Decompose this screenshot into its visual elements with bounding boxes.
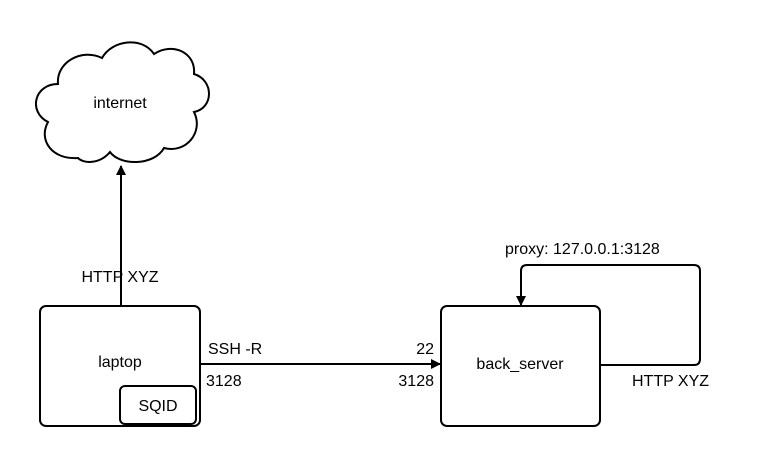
proxy-setting-label: proxy: 127.0.0.1:3128	[505, 241, 660, 258]
back-server-node: back_server	[440, 305, 601, 427]
laptop-to-internet-label: HTTP XYZ	[81, 269, 158, 286]
server-ssh-port-label: 22	[416, 341, 434, 358]
back-server-label: back_server	[476, 356, 564, 373]
server-loop-arrow	[516, 264, 701, 366]
ssh-tunnel-label: SSH -R	[208, 341, 262, 358]
server-tunnel-port-label: 3128	[398, 373, 434, 390]
laptop-label: laptop	[98, 354, 142, 371]
server-loop-label: HTTP XYZ	[632, 373, 709, 390]
squid-node: SQID	[119, 385, 197, 425]
internet-label: internet	[93, 95, 147, 112]
laptop-port-label: 3128	[206, 373, 242, 390]
internet-cloud: internet	[35, 41, 210, 164]
squid-label: SQID	[138, 398, 177, 415]
